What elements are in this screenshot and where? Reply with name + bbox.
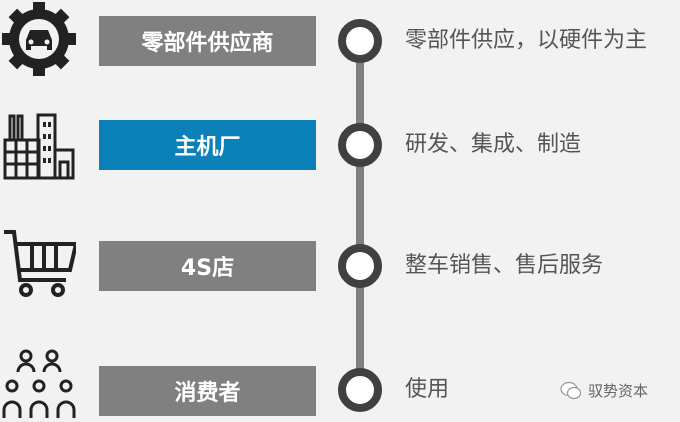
desc-consumer: 使用 (405, 377, 450, 402)
box-oem: 主机厂 (99, 120, 316, 170)
timeline-node (338, 123, 382, 167)
desc-oem: 研发、集成、制造 (405, 132, 582, 157)
timeline-node (338, 244, 382, 288)
desc-supplier: 零部件供应，以硬件为主 (405, 28, 648, 53)
gear-car-icon (2, 2, 76, 76)
timeline-node (338, 19, 382, 63)
box-4s-store: 4S店 (99, 241, 316, 291)
wechat-icon (560, 381, 582, 399)
watermark: 驭势资本 (560, 380, 648, 401)
desc-4s-store: 整车销售、售后服务 (405, 253, 604, 278)
factory-icon (3, 113, 75, 180)
box-supplier: 零部件供应商 (99, 16, 316, 66)
shopping-cart-icon (4, 230, 76, 297)
box-consumer: 消费者 (99, 366, 316, 416)
timeline-node (338, 368, 382, 412)
people-icon (2, 349, 76, 418)
watermark-text: 驭势资本 (588, 382, 649, 400)
timeline-line (356, 41, 364, 391)
